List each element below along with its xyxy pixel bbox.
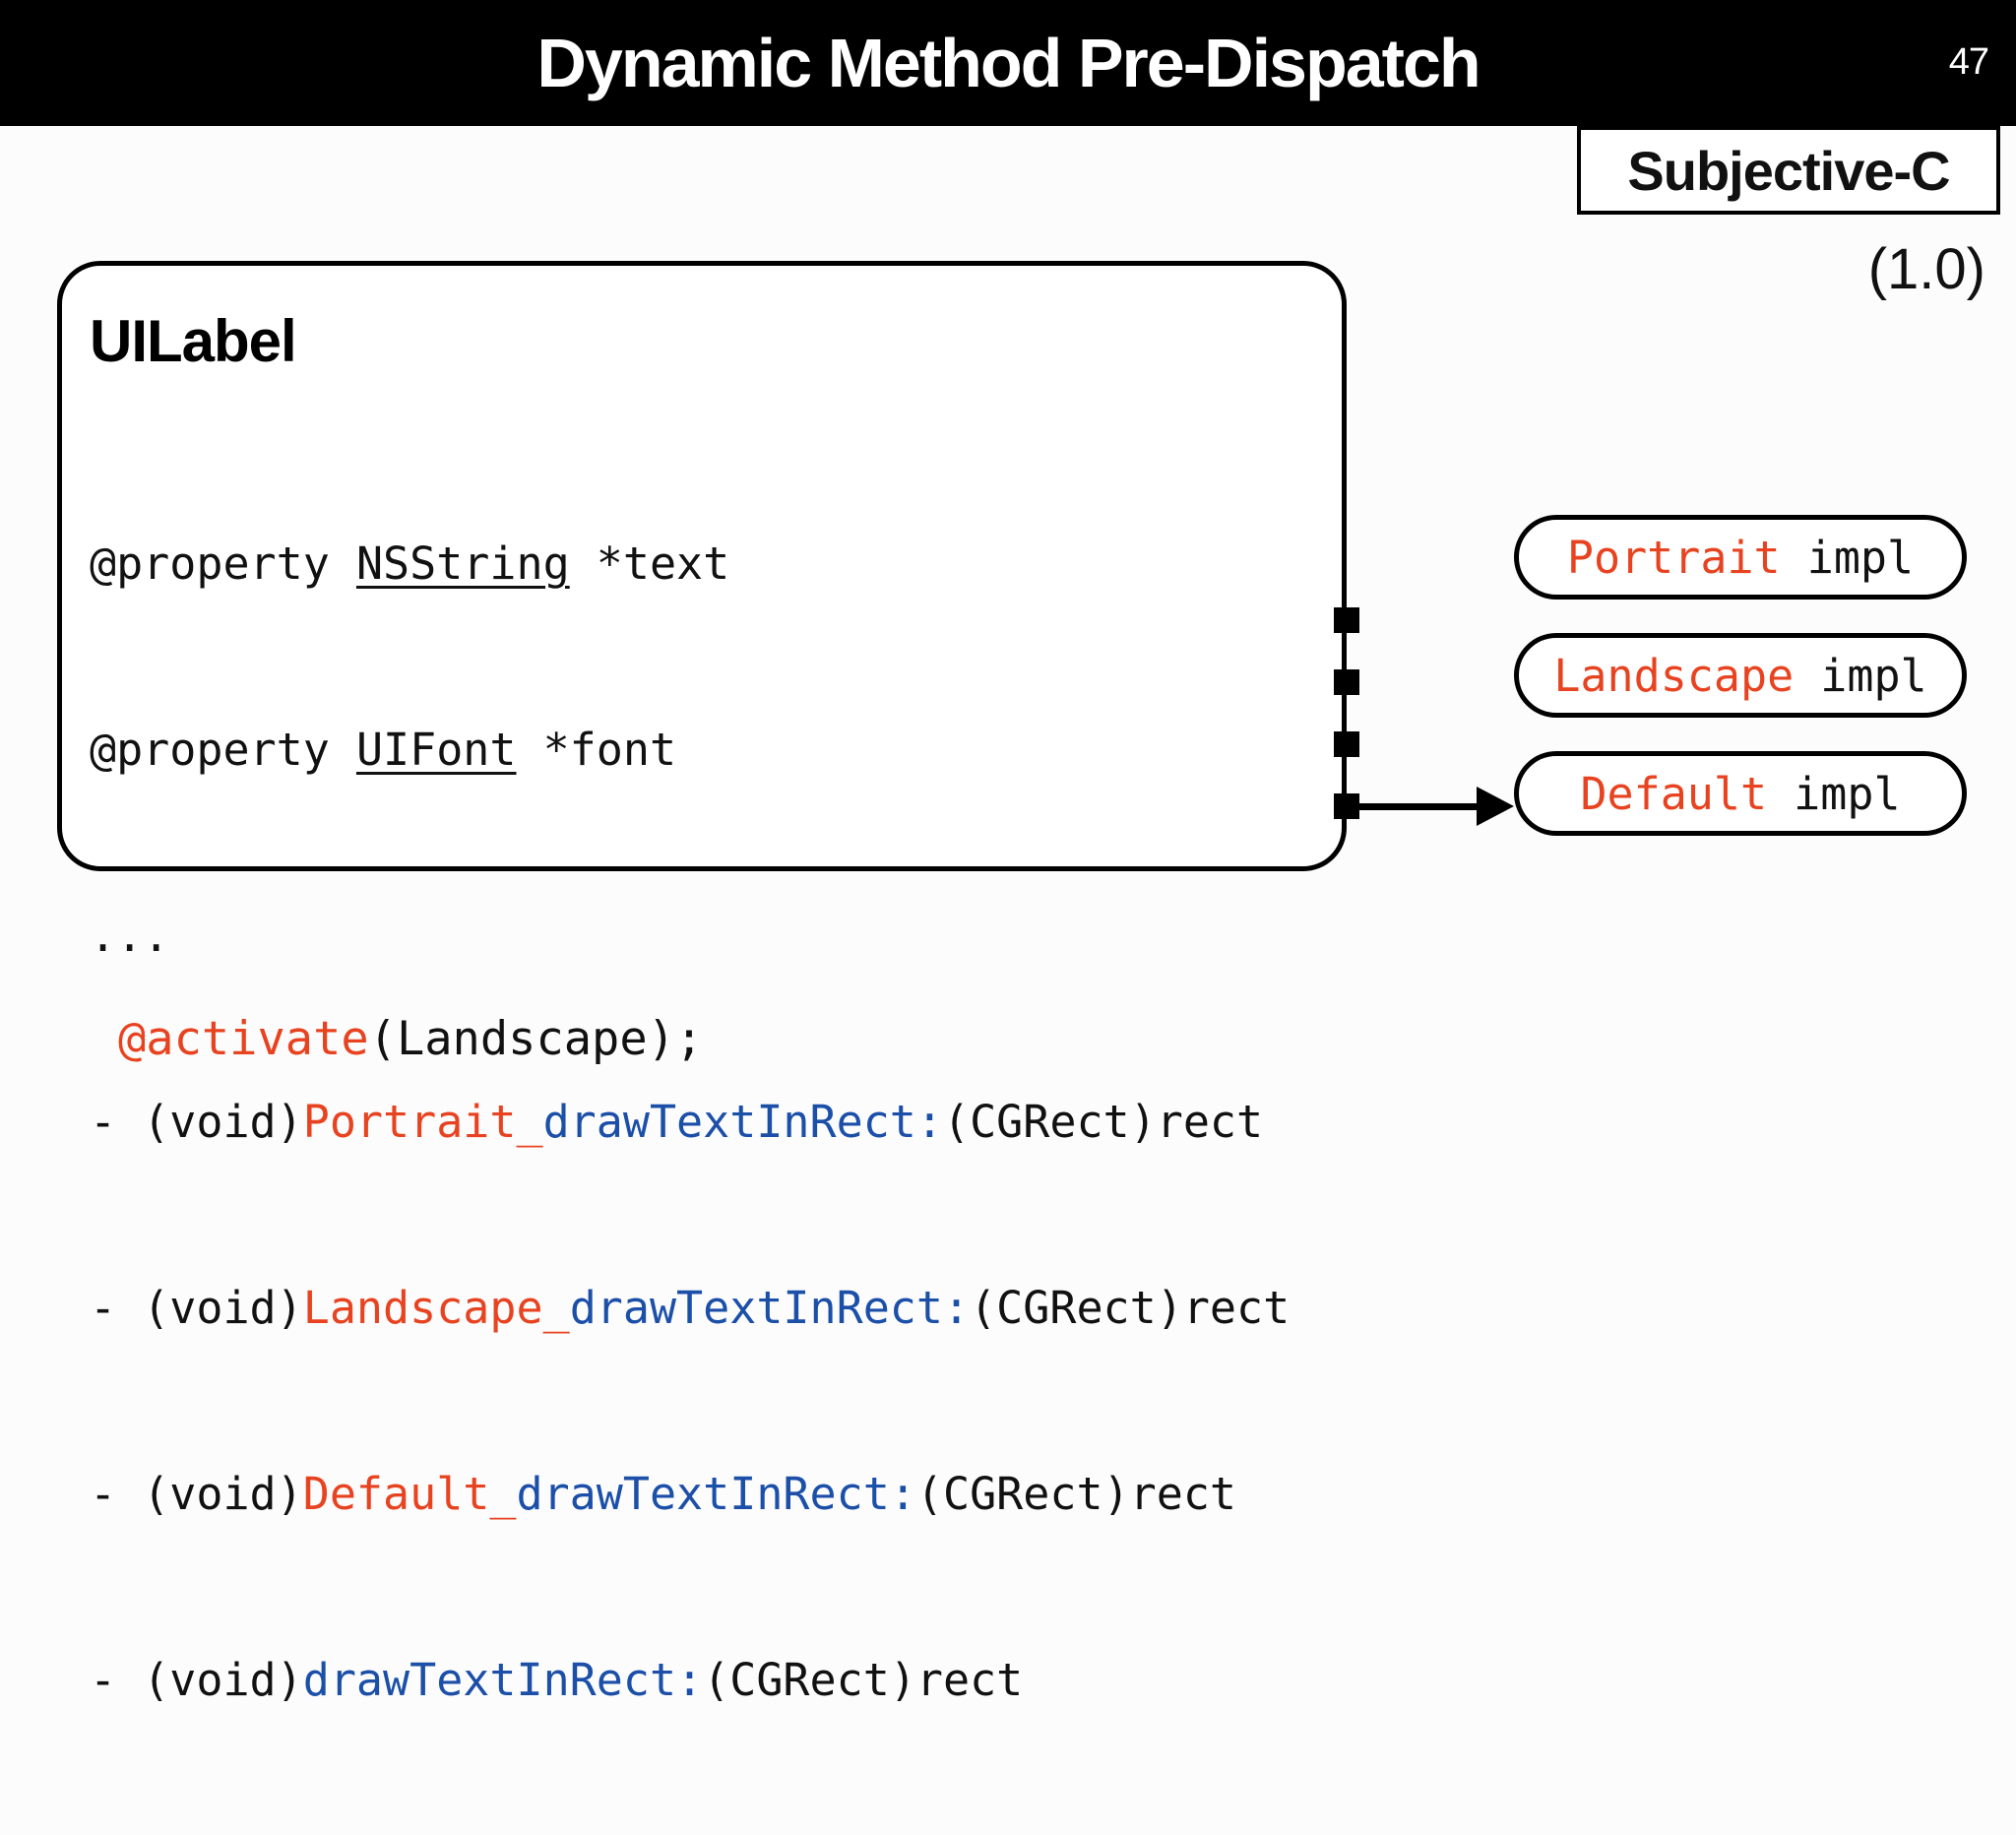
ellipsis-line: ...	[90, 910, 170, 962]
property-name: *font	[516, 724, 677, 776]
property-line-text: @property NSString *text	[90, 533, 1290, 595]
method-params: (CGRect)rect	[915, 1468, 1236, 1520]
activate-argument: (Landscape);	[368, 1012, 704, 1066]
method-prefix: - (void)	[90, 1468, 303, 1520]
property-keyword: @property	[90, 724, 356, 776]
method-category: Default_	[302, 1468, 517, 1520]
method-selector: drawTextInRect:	[542, 1096, 943, 1148]
dispatch-arrow-head	[1477, 787, 1514, 826]
slide-title: Dynamic Method Pre-Dispatch	[536, 25, 1480, 101]
subjective-c-badge: Subjective-C	[1577, 126, 2000, 215]
connector-square-landscape	[1334, 669, 1359, 695]
method-line-base: - (void)drawTextInRect:(CGRect)rect	[90, 1649, 1290, 1711]
method-selector: drawTextInRect:	[302, 1654, 704, 1706]
title-bar: Dynamic Method Pre-Dispatch 47	[0, 0, 2016, 126]
dispatch-arrow-line	[1347, 803, 1482, 810]
method-prefix: - (void)	[90, 1282, 303, 1334]
uilabel-class-box: UILabel @property NSString *text @proper…	[57, 261, 1347, 1706]
slide-number: 47	[1948, 41, 1989, 83]
method-selector: drawTextInRect:	[516, 1468, 916, 1520]
default-impl-box: Default impl	[1514, 751, 1967, 836]
impl-suffix: impl	[1780, 531, 1915, 584]
activate-keyword: @activate	[118, 1012, 369, 1066]
method-category: Portrait_	[302, 1096, 543, 1148]
method-prefix: - (void)	[90, 1096, 303, 1148]
method-params: (CGRect)rect	[942, 1096, 1264, 1148]
class-code-block: @property NSString *text @property UIFon…	[90, 409, 1290, 1835]
method-line-portrait: - (void)Portrait_drawTextInRect:(CGRect)…	[90, 1091, 1290, 1153]
version-label: (1.0)	[1867, 237, 1985, 301]
portrait-impl-box: Portrait impl	[1514, 515, 1967, 600]
impl-category: Portrait	[1566, 531, 1781, 584]
method-line-default: - (void)Default_drawTextInRect:(CGRect)r…	[90, 1463, 1290, 1525]
property-type: NSString	[355, 538, 570, 590]
badge-label: Subjective-C	[1627, 139, 1950, 202]
property-name: *text	[569, 538, 730, 590]
impl-category: Landscape	[1553, 649, 1795, 702]
impl-suffix: impl	[1794, 649, 1927, 702]
property-type: UIFont	[355, 724, 517, 776]
method-prefix: - (void)	[90, 1654, 303, 1706]
activate-statement: @activate(Landscape);	[118, 1012, 703, 1066]
class-name: UILabel	[90, 308, 297, 374]
property-keyword: @property	[90, 538, 356, 590]
impl-suffix: impl	[1767, 767, 1901, 820]
connector-square-default	[1334, 731, 1359, 757]
method-selector: drawTextInRect:	[569, 1282, 971, 1334]
property-line-font: @property UIFont *font	[90, 719, 1290, 781]
landscape-impl-box: Landscape impl	[1514, 633, 1967, 718]
connector-square-portrait	[1334, 607, 1359, 633]
method-category: Landscape_	[302, 1282, 570, 1334]
method-line-landscape: - (void)Landscape_drawTextInRect:(CGRect…	[90, 1277, 1290, 1339]
method-params: (CGRect)rect	[703, 1654, 1024, 1706]
method-params: (CGRect)rect	[970, 1282, 1291, 1334]
impl-category: Default	[1580, 767, 1768, 820]
